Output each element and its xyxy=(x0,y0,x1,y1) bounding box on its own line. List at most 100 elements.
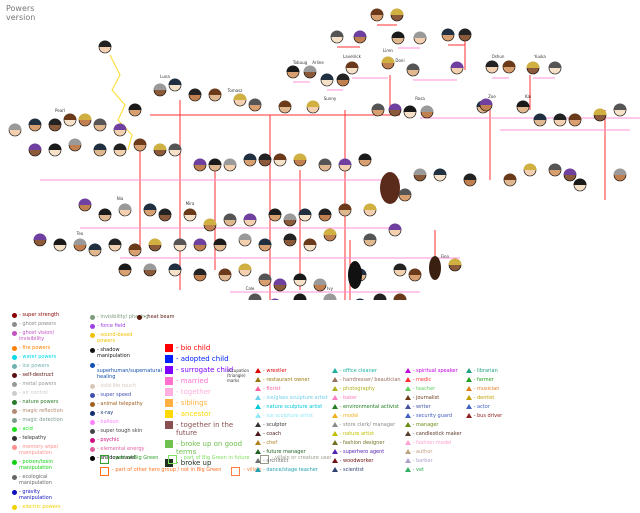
triangle-marker-icon xyxy=(331,386,338,391)
triangle-marker-icon xyxy=(255,368,261,373)
triangle-marker-icon xyxy=(255,377,261,382)
legend-label: - actor xyxy=(473,404,490,410)
person-hair xyxy=(593,108,607,115)
person-hair xyxy=(98,40,112,47)
legend-label: - hairdresser/ beautician xyxy=(339,377,401,383)
person-hair xyxy=(403,105,417,112)
person-hair xyxy=(118,203,132,210)
legend-item: - wrestler xyxy=(255,368,328,374)
legend-item: - ice powers xyxy=(12,363,72,369)
color-marker-icon xyxy=(165,421,173,429)
triangle-marker-icon xyxy=(255,440,261,445)
legend-item: - adopted child xyxy=(165,355,245,363)
person-hair xyxy=(258,273,272,280)
person-hair xyxy=(208,88,222,95)
color-marker-icon xyxy=(12,475,17,480)
person-hair xyxy=(548,163,562,170)
person-hair xyxy=(516,100,530,107)
triangle-marker-icon xyxy=(331,377,338,382)
color-marker-icon xyxy=(90,402,95,407)
color-marker-icon xyxy=(12,427,17,432)
color-marker-icon xyxy=(165,366,173,374)
legend-item: - journalist xyxy=(404,395,462,401)
person-hair xyxy=(203,218,217,225)
color-marker-icon xyxy=(12,490,17,495)
person-hair xyxy=(258,238,272,245)
legend-label: - superhero agent xyxy=(339,449,385,455)
legend-label: - photography xyxy=(339,386,376,392)
triangle-marker-icon xyxy=(404,458,411,463)
box-marker-icon xyxy=(231,467,241,476)
legend-label: - security guard xyxy=(412,413,453,419)
legend-label: - cold-life touch xyxy=(97,383,136,389)
legend-label: - medic xyxy=(412,377,432,383)
person-hair xyxy=(33,233,47,240)
legend-item: - model xyxy=(331,413,401,419)
legend-label: - woodworker xyxy=(339,458,374,464)
legend-label: - spiritual speaker xyxy=(412,368,458,374)
triangle-marker-icon xyxy=(404,431,411,436)
person-hair xyxy=(441,28,455,35)
triangle-marker-icon xyxy=(465,413,472,418)
color-marker-icon xyxy=(90,324,95,329)
page-title: Powers version xyxy=(6,4,36,22)
person-hair xyxy=(153,83,167,90)
legend-label: - sound-based powers xyxy=(97,332,133,344)
color-marker-icon xyxy=(90,348,95,353)
person-hair xyxy=(371,103,385,110)
color-marker-icon xyxy=(90,384,95,389)
legend-label: - bio child xyxy=(176,344,211,352)
legend-label: - super strength xyxy=(19,312,60,318)
color-marker-icon xyxy=(90,420,95,425)
legend-label: - air control xyxy=(19,390,48,396)
legend-item: - water powers xyxy=(12,354,72,360)
person-hair xyxy=(420,105,434,112)
legend-label: - memory wipe/ manipulation xyxy=(19,444,59,456)
legend-label: - super speed xyxy=(97,392,132,398)
color-marker-icon xyxy=(137,315,142,320)
legend-label: - villain or creature user xyxy=(271,455,332,461)
legend-label: - candlestick maker xyxy=(412,431,462,437)
legend-label: - nature sculpture artist xyxy=(263,404,323,410)
person-hair xyxy=(168,143,182,150)
legend-label: - farmer xyxy=(473,377,494,383)
person-silhouette xyxy=(348,261,362,289)
person-hair xyxy=(293,153,307,160)
color-marker-icon xyxy=(12,418,17,423)
legend-item: - dance/stage teacher xyxy=(255,467,328,473)
triangle-marker-icon xyxy=(255,404,261,409)
triangle-marker-icon xyxy=(331,431,338,436)
legend-item: - future manager xyxy=(255,449,328,455)
legend-item: - restaurant owner xyxy=(255,377,328,383)
person-hair xyxy=(381,56,395,63)
person-hair xyxy=(450,61,464,68)
legend-label: - psychic xyxy=(97,437,120,443)
triangle-marker-icon xyxy=(255,431,261,436)
triangle-marker-icon xyxy=(404,413,411,418)
legend-label: - ice/glass sculpture artist xyxy=(263,395,328,401)
person-silhouette xyxy=(429,256,441,280)
legend-item: - teacher xyxy=(404,386,462,392)
person-hair xyxy=(188,88,202,95)
legend-label: - author xyxy=(412,449,433,455)
person-hair xyxy=(320,73,334,80)
person-hair xyxy=(68,138,82,145)
legend-label: - part of Big Green xyxy=(112,455,159,461)
person-hair xyxy=(338,203,352,210)
person-hair xyxy=(258,153,272,160)
legend-label: - chef xyxy=(263,440,278,446)
legend-item: - sculptor xyxy=(255,422,328,428)
person-hair xyxy=(318,208,332,215)
legend-label: - together xyxy=(176,388,211,396)
legend-item: - candlestick maker xyxy=(404,431,462,437)
legend-label: - restaurant owner xyxy=(263,377,310,383)
person-hair xyxy=(388,223,402,230)
person-hair xyxy=(213,238,227,245)
person-hair xyxy=(613,168,627,175)
triangle-marker-icon xyxy=(404,377,411,382)
person-hair xyxy=(358,153,372,160)
legend-item: - dentist xyxy=(465,395,503,401)
person-hair xyxy=(398,188,412,195)
person-hair xyxy=(433,168,447,175)
legend-item: - store clerk/ manager xyxy=(331,422,401,428)
